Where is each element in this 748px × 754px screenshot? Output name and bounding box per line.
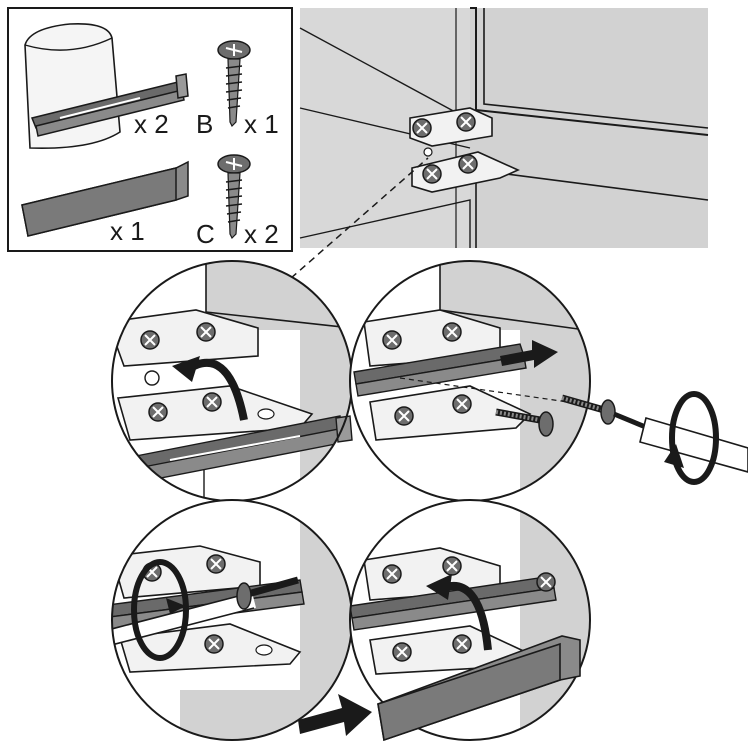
step-4-detail	[298, 499, 591, 742]
step-2-detail	[349, 260, 748, 502]
screw-b-label: B	[196, 109, 213, 139]
arrow-icon	[426, 574, 492, 651]
screw-icon	[236, 576, 299, 610]
rotate-icon	[131, 559, 189, 661]
screw-c-quantity: x 2	[244, 219, 279, 249]
step-1-detail	[111, 260, 353, 502]
cover-quantity: x 1	[110, 216, 145, 246]
cover-strip-icon	[377, 635, 581, 742]
screw-b-quantity: x 1	[244, 109, 279, 139]
cover-strip-icon	[21, 160, 189, 237]
detail-leader-line	[281, 157, 429, 287]
arrow-icon	[500, 340, 558, 368]
appliance-overview	[299, 7, 709, 248]
arrow-icon	[298, 694, 372, 736]
parts-box: x 2 B x 1 x 1 C x 2	[7, 7, 293, 252]
screw-c-label: C	[196, 219, 215, 249]
arrow-icon	[172, 356, 248, 421]
screw-icon	[495, 394, 616, 437]
screw-icon	[217, 154, 251, 240]
rail-quantity: x 2	[134, 109, 169, 139]
rail-icon	[30, 73, 189, 137]
screw-icon	[217, 40, 251, 128]
rotate-icon	[664, 391, 719, 485]
